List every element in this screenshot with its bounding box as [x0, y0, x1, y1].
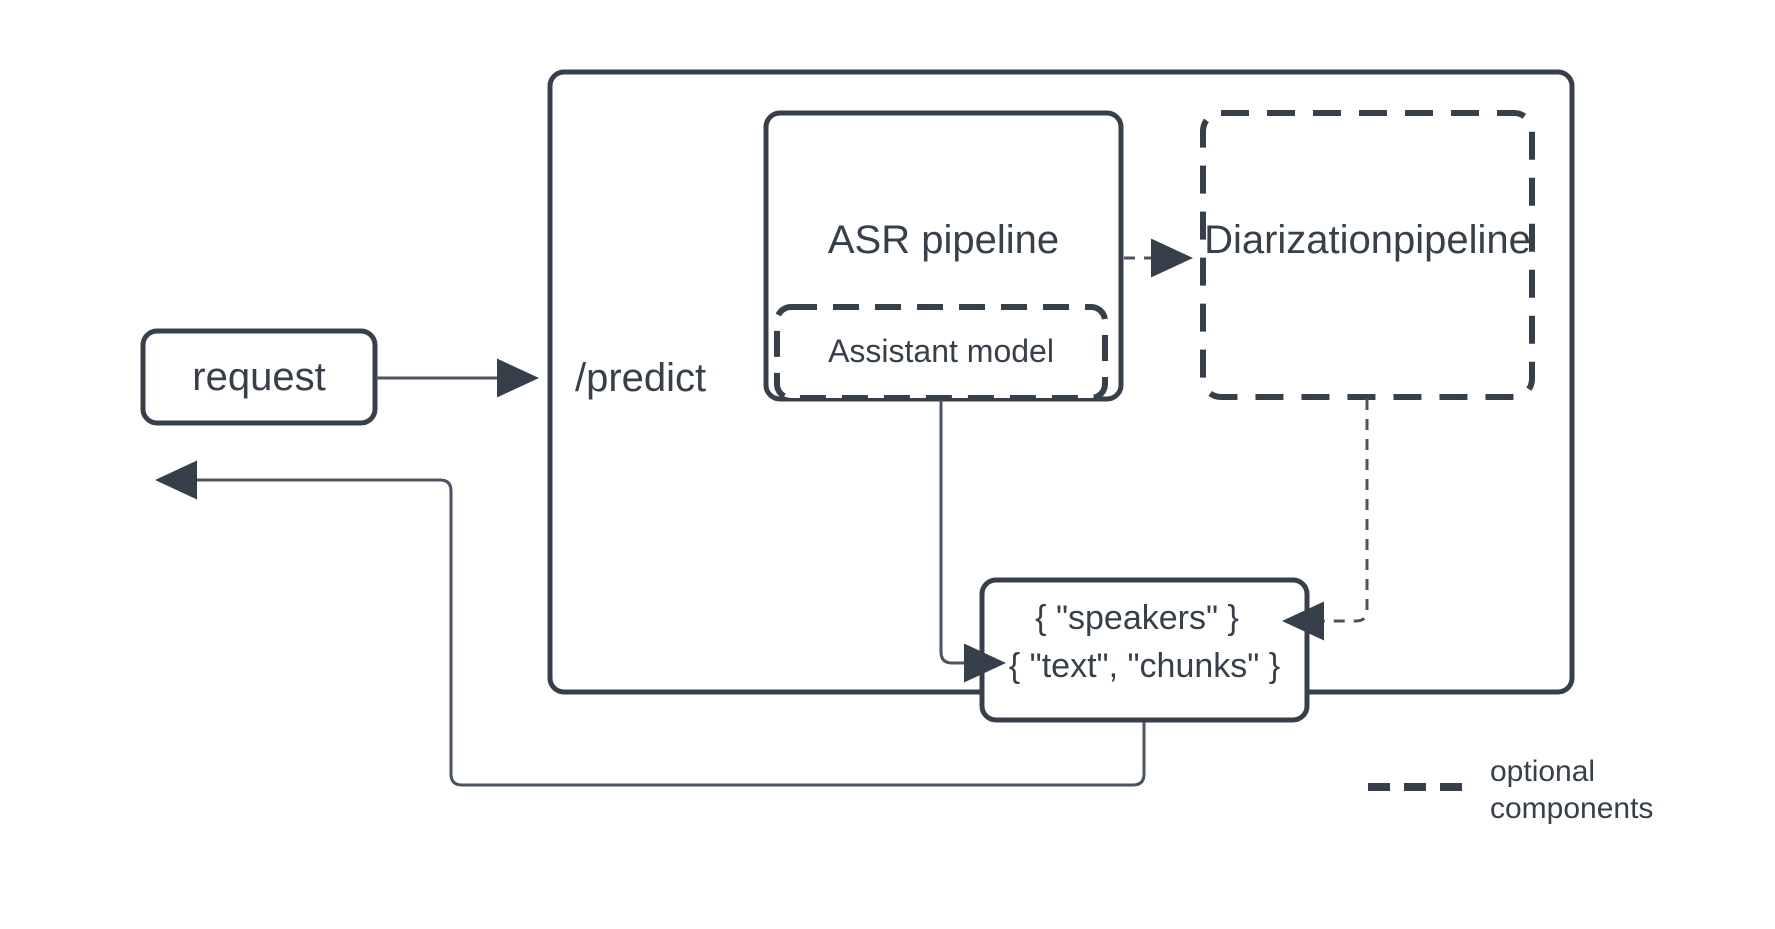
request-box[interactable]: [140, 328, 378, 426]
edge-payload-to-response: [155, 460, 1146, 787]
edge-assistant-to-payload: [939, 400, 1006, 683]
diarization-pipeline-box[interactable]: [1200, 110, 1535, 400]
payload-box[interactable]: [979, 577, 1310, 723]
assistant-model-box[interactable]: [774, 304, 1108, 401]
edge-diarization-to-payload: [1282, 399, 1369, 641]
